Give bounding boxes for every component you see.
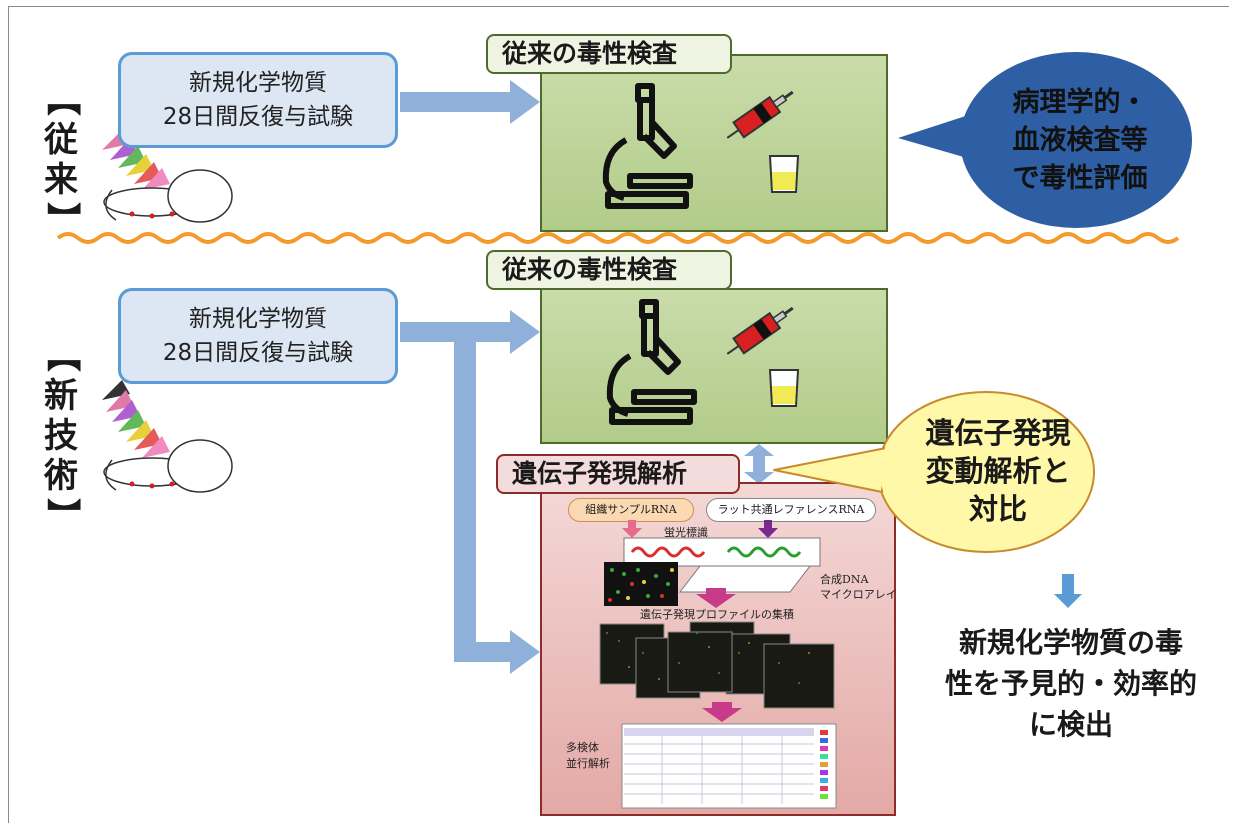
array-label-line: マイクロアレイ	[820, 588, 897, 601]
beaker-icon	[768, 369, 800, 407]
speech-bubble-yellow	[773, 391, 1095, 553]
heatmap-table	[621, 723, 837, 809]
rat-group-icon	[102, 380, 233, 493]
bubble-line: 対比	[968, 492, 1027, 526]
microscope-icon	[602, 83, 693, 209]
multi-sample-label: 多検体 並行解析	[566, 740, 610, 772]
array-label-line: 合成DNA	[820, 573, 869, 586]
label-char: 術	[44, 456, 80, 496]
bottom-panel-title: 従来の毒性検査	[486, 250, 732, 290]
bubble-line: で毒性評価	[1012, 163, 1148, 194]
syringe-icon	[726, 90, 794, 139]
rat-group-icon	[102, 130, 233, 223]
top-panel-title: 従来の毒性検査	[486, 34, 732, 74]
down-arrow-icon	[696, 588, 736, 608]
reference-rna-pill: ラット共通レファレンスRNA	[706, 498, 876, 522]
bottom-bubble-text: 遺伝子発現 変動解析と 対比	[888, 414, 1108, 528]
multi-label-line: 並行解析	[566, 757, 610, 770]
bottom-input-box: 新規化学物質 28日間反復与試験	[118, 288, 398, 384]
conclusion-text: 新規化学物質の毒 性を予見的・効率的 に検出	[916, 622, 1226, 745]
label-char: 従	[44, 120, 80, 160]
down-arrow-icon	[758, 520, 778, 538]
top-test-panel	[540, 54, 888, 232]
bubble-line: 変動解析と	[925, 454, 1071, 488]
bracket-open: 【	[42, 82, 82, 118]
array-plate	[678, 565, 812, 593]
right-arrow-icon	[400, 80, 540, 124]
input-line: 28日間反復与試験	[162, 104, 354, 130]
array-label: 合成DNA マイクロアレイ	[820, 572, 897, 602]
input-line: 28日間反復与試験	[162, 340, 354, 366]
fluorescent-label: 蛍光標識	[664, 526, 708, 539]
bottom-test-panel	[540, 288, 888, 444]
label-char: 技	[44, 416, 80, 456]
wavy-divider	[56, 232, 1180, 244]
outer-frame	[8, 6, 1229, 823]
speech-bubble-dark	[898, 52, 1192, 228]
new-tech-label: 【 新 技 術 】	[40, 336, 84, 536]
conventional-label: 【 従 来 】	[40, 80, 84, 240]
conclusion-line: 新規化学物質の毒	[958, 626, 1183, 659]
top-bubble-text: 病理学的・ 血液検査等 で毒性評価	[965, 84, 1195, 198]
top-input-box: 新規化学物質 28日間反復与試験	[118, 52, 398, 148]
gene-analysis-title: 遺伝子発現解析	[496, 454, 740, 494]
bubble-line: 遺伝子発現	[925, 416, 1071, 450]
conclusion-line: 性を予見的・効率的	[944, 667, 1197, 700]
microarray-stack	[599, 621, 835, 709]
multi-label-line: 多検体	[566, 741, 599, 754]
label-char: 来	[44, 160, 80, 200]
input-line: 新規化学物質	[189, 70, 327, 96]
labeled-dna-strip	[623, 537, 821, 567]
bubble-line: 血液検査等	[1012, 125, 1148, 156]
profile-label: 遺伝子発現プロファイルの集積	[640, 608, 794, 621]
sample-rna-pill: 組織サンプルRNA	[568, 498, 694, 522]
microscope-icon	[606, 299, 697, 425]
syringe-icon	[726, 306, 794, 355]
input-line: 新規化学物質	[189, 306, 327, 332]
bracket-close: 】	[42, 498, 82, 534]
branching-arrow-icon	[400, 310, 540, 674]
bracket-open: 【	[42, 338, 82, 374]
microarray-chip	[604, 562, 678, 606]
down-arrow-icon	[1054, 574, 1082, 608]
conclusion-line: に検出	[1028, 708, 1113, 741]
double-arrow-icon	[744, 444, 774, 484]
down-arrow-icon	[702, 702, 742, 722]
beaker-icon	[768, 155, 800, 193]
down-arrow-icon	[622, 520, 642, 538]
label-char: 新	[44, 376, 80, 416]
bubble-line: 病理学的・	[1012, 87, 1148, 118]
